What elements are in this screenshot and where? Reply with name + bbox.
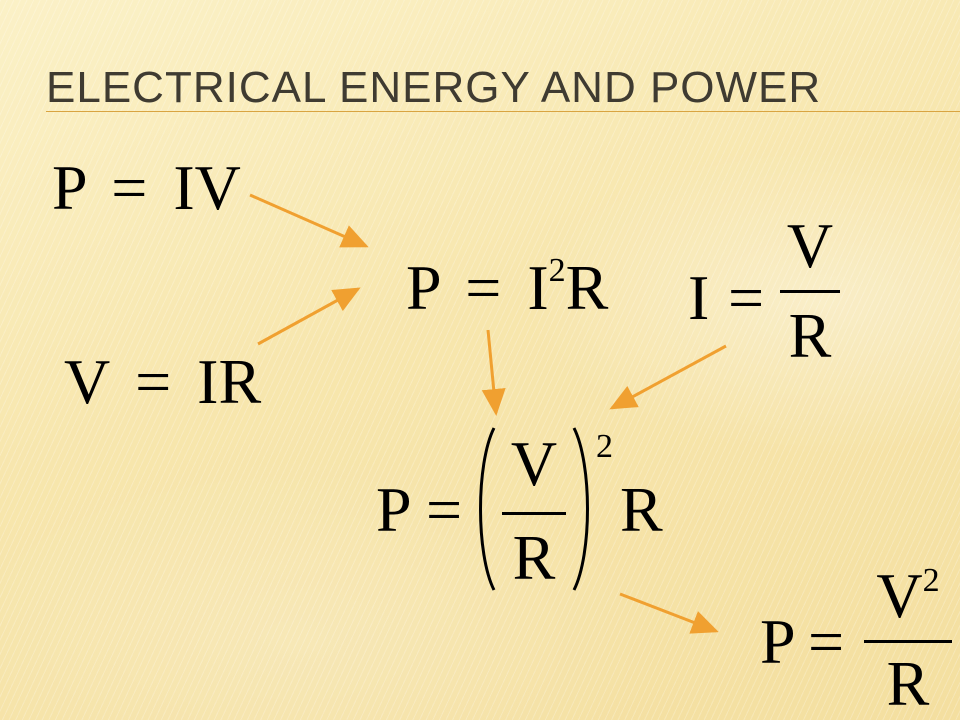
eq1-lhs: P [52, 152, 86, 223]
eq1-equals: = [111, 152, 148, 223]
eq3-lhs: P [406, 252, 440, 323]
eq5-fraction-bar [502, 512, 566, 515]
eq6-numerator: V2 [864, 564, 952, 628]
eq6-fraction-bar [864, 640, 952, 643]
eq4-equals: = [728, 262, 765, 333]
eq5-equals: = [426, 474, 463, 545]
eq3-tail: R [565, 252, 609, 323]
eq6-fraction: V2 R [864, 560, 952, 720]
eq5-exponent: 2 [596, 428, 613, 465]
arrow-eq4-to-eq5 [609, 344, 727, 410]
eq5-tail: R [620, 474, 663, 545]
eq1-rhs: IV [173, 152, 241, 223]
eq6-numerator-base: V [876, 560, 923, 631]
eq6-lhs: P [760, 606, 796, 677]
eq5-lhs: P [376, 474, 412, 545]
title-underline [46, 111, 960, 112]
eq5-numerator: V [510, 428, 558, 499]
eq5-fraction: V R [502, 428, 566, 593]
arrow-eq5-to-eq6 [619, 592, 719, 634]
eq3-equals: = [465, 252, 502, 323]
eq3-base: I [527, 252, 549, 323]
eq2-equals: = [135, 346, 172, 417]
eq4-denominator: R [788, 300, 832, 371]
slide-title: Electrical Energy and Power [46, 63, 822, 112]
eq4-fraction: V R [780, 210, 840, 370]
equation-power-current-resistance: P = I2R [406, 254, 608, 320]
eq6-numerator-exponent: 2 [922, 562, 940, 599]
eq4-numerator: V [786, 210, 834, 281]
arrow-eq3-to-eq5 [481, 329, 506, 416]
eq5-denominator: R [512, 522, 556, 593]
arrow-eq2-to-eq3 [257, 287, 361, 346]
equation-ohms-law: V = IR [64, 350, 261, 414]
eq2-lhs: V [64, 346, 110, 417]
eq5-right-paren [572, 427, 589, 591]
eq6-denominator: R [886, 648, 930, 719]
eq6-equals: = [808, 606, 845, 677]
eq3-exponent: 2 [548, 252, 566, 289]
eq5-left-paren [479, 427, 496, 591]
arrow-eq1-to-eq3 [249, 193, 369, 248]
equation-power-current-voltage: P = IV [52, 156, 241, 220]
eq4-lhs: I [688, 262, 710, 333]
eq2-rhs: IR [197, 346, 262, 417]
eq4-fraction-bar [780, 290, 840, 293]
